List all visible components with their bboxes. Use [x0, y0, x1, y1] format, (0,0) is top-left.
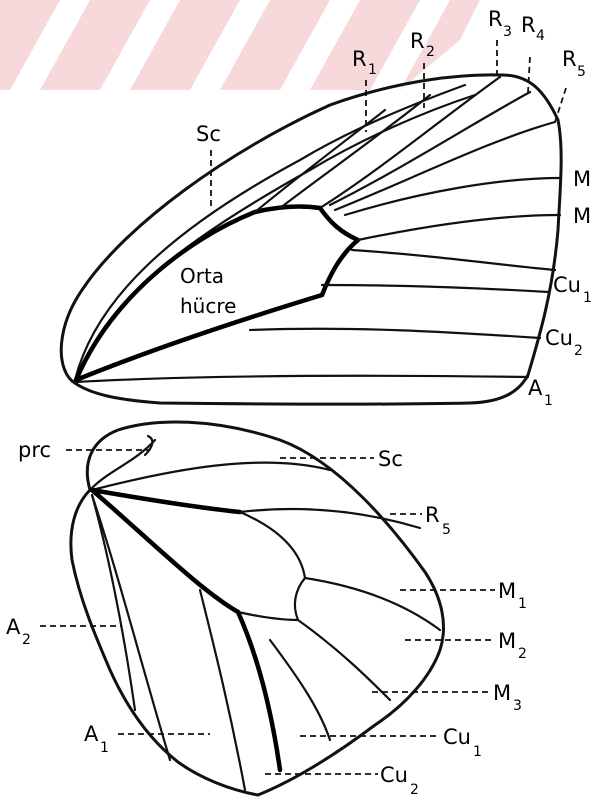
hindwing: prc Sc R 5 M 1 M 2 M 3 Cu 1 Cu 2 A 1 A 2: [6, 422, 527, 798]
label-r5-sub: 5: [577, 64, 586, 80]
forewing-vein-cu2: [250, 329, 540, 338]
label-cu2-h-sub: 2: [410, 782, 419, 798]
forewing-vein-m-lower: [358, 215, 560, 240]
label-m3: M: [493, 681, 511, 705]
label-r2-sub: 2: [426, 44, 435, 60]
hindwing-vein-prc: [92, 440, 155, 488]
label-cu1-sub: 1: [583, 290, 592, 306]
hindwing-vein-a1: [92, 495, 170, 760]
label-m-upper: M: [573, 167, 591, 191]
label-a1: A: [528, 376, 543, 400]
label-r4-sub: 4: [536, 28, 545, 44]
label-cu1-h: Cu: [443, 725, 471, 749]
label-r1-sub: 1: [368, 62, 377, 78]
label-m2-sub: 2: [518, 646, 527, 662]
label-r3: R: [488, 7, 503, 31]
hindwing-cell-upper: [240, 512, 305, 578]
forewing-vein-costal-2: [78, 95, 475, 378]
label-cu2-sub: 2: [574, 343, 583, 359]
label-a1-h: A: [84, 722, 99, 746]
forewing-vein-r5: [335, 122, 555, 210]
label-m-lower: M: [573, 204, 591, 228]
hindwing-vein-m1: [305, 578, 440, 630]
cell-label-line2: hücre: [180, 294, 236, 318]
label-cu1-h-sub: 1: [473, 744, 482, 760]
hindwing-vein-m2: [298, 620, 390, 700]
cell-label-line1: Orta: [180, 264, 224, 288]
hindwing-cell-close: [295, 578, 305, 620]
label-cu2: Cu: [545, 326, 573, 350]
leader-r4: [528, 57, 530, 92]
forewing-vein-r3: [320, 77, 500, 208]
label-r3-sub: 3: [503, 24, 512, 40]
label-m3-sub: 3: [513, 698, 522, 714]
forewing-vein-a1: [76, 376, 528, 382]
hindwing-vein-cu1: [238, 612, 280, 770]
label-r5-h: R: [425, 503, 440, 527]
forewing-discal-crossvein: [320, 208, 358, 295]
hindwing-vein-sc: [92, 463, 330, 490]
leader-r5: [555, 88, 566, 122]
label-r5: R: [562, 47, 577, 71]
label-r4: R: [521, 13, 536, 37]
label-a1-h-sub: 1: [100, 740, 109, 756]
label-r5-h-sub: 5: [442, 522, 451, 538]
label-r2: R: [410, 29, 425, 53]
label-a1-sub: 1: [544, 393, 553, 409]
label-m1-sub: 1: [518, 596, 527, 612]
hindwing-vein-m3: [270, 640, 330, 740]
label-sc: Sc: [196, 122, 221, 146]
label-m1: M: [498, 579, 516, 603]
label-a2-sub: 2: [22, 632, 31, 648]
hindwing-vein-m-stem: [238, 612, 298, 620]
forewing-vein-cu1: [322, 285, 548, 292]
watermark-stripes: [0, 0, 480, 90]
forewing-vein-m-upper: [345, 178, 560, 215]
label-sc-h: Sc: [378, 447, 403, 471]
label-cu2-h: Cu: [380, 763, 408, 787]
hindwing-vein-cu2: [200, 590, 245, 790]
label-cu1: Cu: [553, 273, 581, 297]
forewing-vein-m3: [352, 250, 555, 270]
label-a2: A: [6, 615, 21, 639]
label-prc: prc: [18, 438, 51, 462]
label-m2: M: [498, 629, 516, 653]
label-r1: R: [352, 47, 367, 71]
